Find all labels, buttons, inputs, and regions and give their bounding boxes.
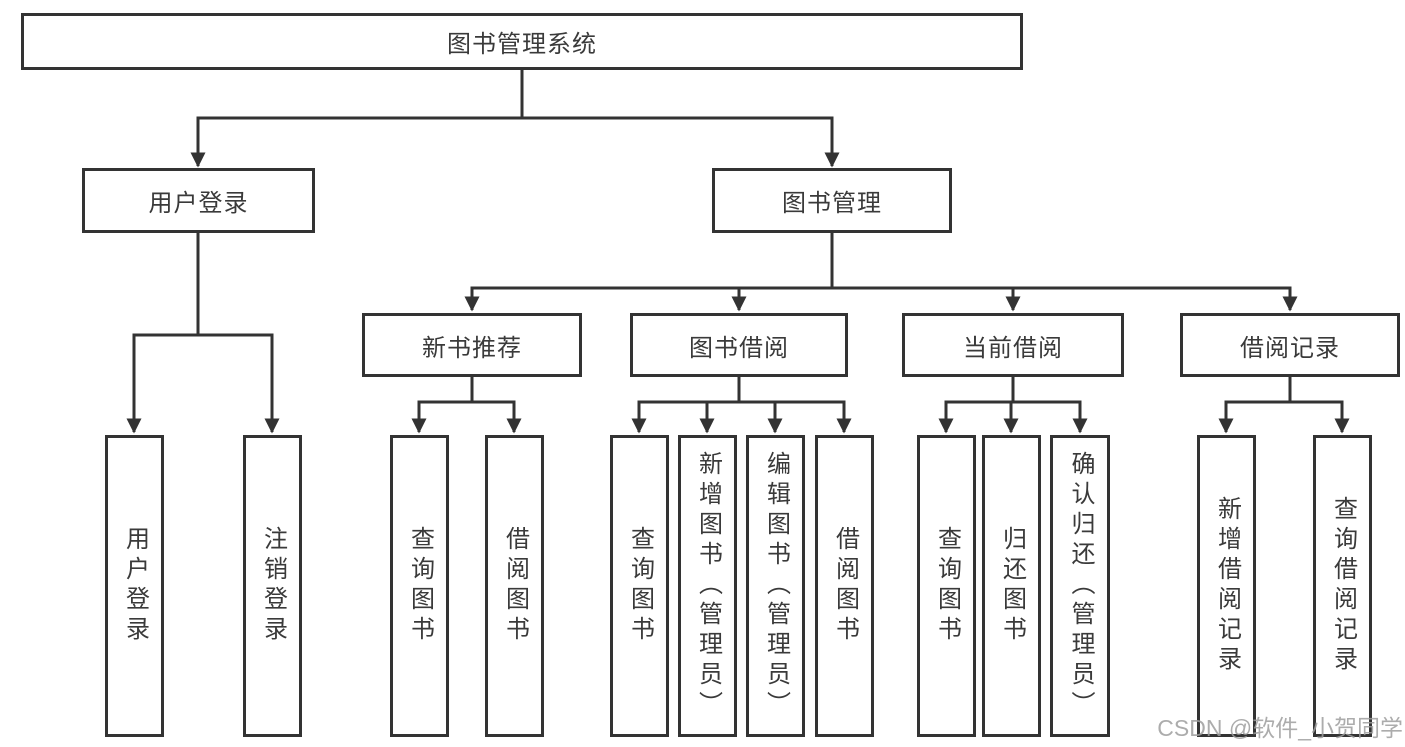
csdn-watermark: CSDN @软件_小贺同学	[1157, 715, 1403, 741]
node-user-login: 用户登录	[82, 168, 315, 233]
leaf-confirm-return-admin: 确认归还（管理员）	[1050, 435, 1110, 737]
leaf-edit-books-admin: 编辑图书（管理员）	[746, 435, 805, 737]
node-book-management: 图书管理	[712, 168, 952, 233]
node-root: 图书管理系统	[21, 13, 1023, 70]
leaf-query-borrow-record: 查询借阅记录	[1313, 435, 1372, 737]
leaf-add-borrow-record: 新增借阅记录	[1197, 435, 1256, 737]
node-book-borrowing: 图书借阅	[630, 313, 848, 377]
leaf-borrow-books: 借阅图书	[815, 435, 874, 737]
node-borrowing-records: 借阅记录	[1180, 313, 1400, 377]
node-current-borrowing: 当前借阅	[902, 313, 1124, 377]
leaf-add-books-admin: 新增图书（管理员）	[678, 435, 737, 737]
leaf-logout: 注销登录	[243, 435, 302, 737]
leaf-user-login: 用户登录	[105, 435, 164, 737]
node-new-book-recommend: 新书推荐	[362, 313, 582, 377]
leaf-query-books-recommend: 查询图书	[390, 435, 449, 737]
leaf-borrow-books-recommend: 借阅图书	[485, 435, 544, 737]
leaf-return-books: 归还图书	[982, 435, 1041, 737]
leaf-query-books-borrowing: 查询图书	[610, 435, 669, 737]
leaf-query-books-current: 查询图书	[917, 435, 976, 737]
